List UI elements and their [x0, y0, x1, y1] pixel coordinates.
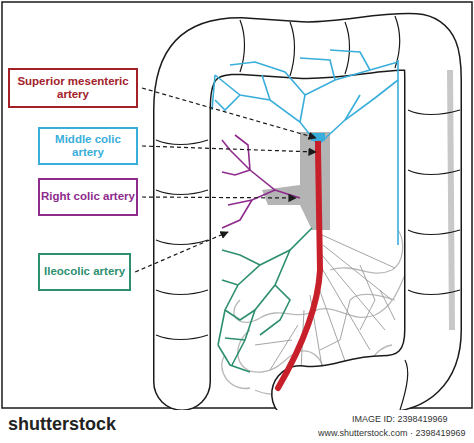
label-box: Ileocolic artery — [38, 253, 131, 291]
watermark-text: IMAGE ID: 2398419969 — [352, 414, 448, 424]
artery-label: Right colic artery — [41, 190, 135, 203]
leader-line — [135, 232, 228, 272]
label-box: Right colic artery — [38, 178, 138, 216]
leader-line — [142, 197, 296, 198]
artery-label: Middle colic artery — [40, 133, 136, 159]
label-box: Superior mesenteric artery — [8, 68, 138, 108]
watermark-text: www.shutterstock.com · 2398419969 — [318, 428, 466, 438]
watermark-text: shutterstock — [8, 414, 116, 435]
label-box: Middle colic artery — [38, 127, 138, 165]
artery-label: Ileocolic artery — [44, 265, 125, 278]
leader-line — [142, 146, 316, 152]
leader-line — [142, 88, 316, 138]
artery-label: Superior mesenteric artery — [10, 75, 136, 101]
